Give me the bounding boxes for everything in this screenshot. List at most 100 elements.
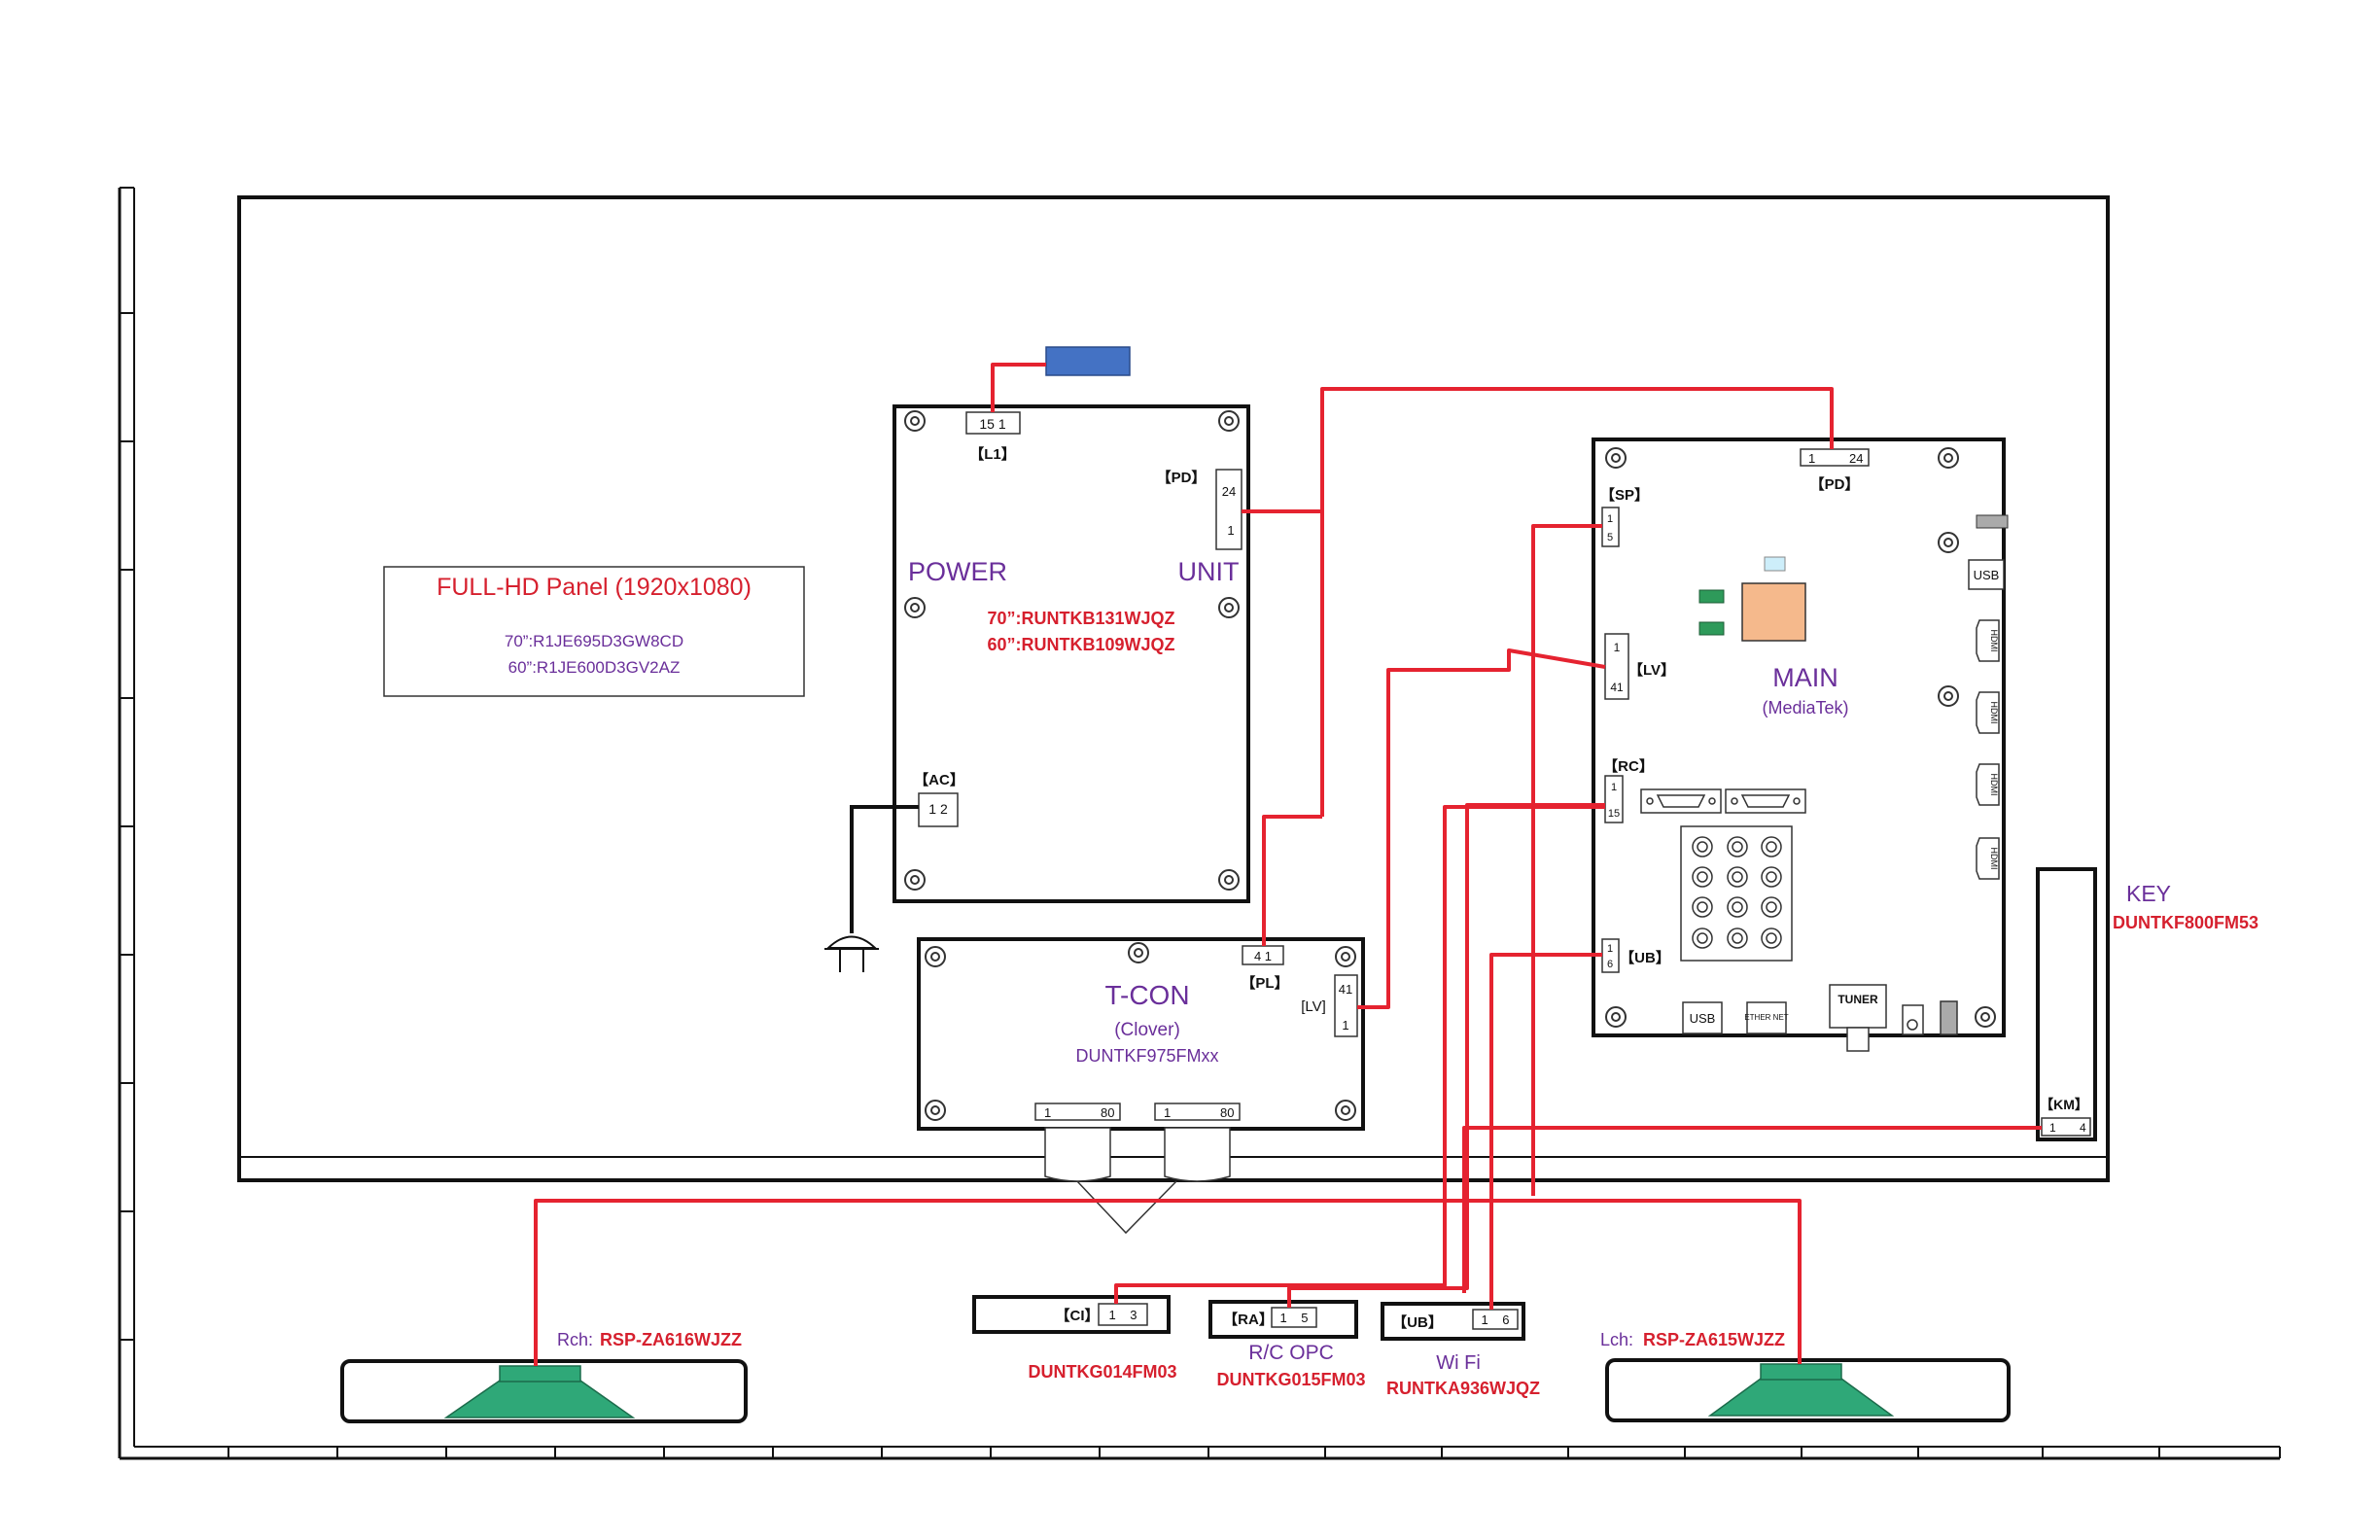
soc-chip [1741, 582, 1806, 642]
wire-ub [1489, 953, 1602, 1310]
ra-title: R/C OPC [1248, 1342, 1334, 1364]
lvds2-left: 1 [1164, 1105, 1171, 1120]
bottom-usb-label: USB [1690, 1011, 1716, 1026]
main-pd-label: 【PD】 [1810, 475, 1860, 493]
main-ub-bottom: 6 [1607, 959, 1613, 970]
wire-ci [1114, 805, 1605, 1304]
wifi-model: RUNTKA936WJQZ [1386, 1379, 1540, 1398]
side-usb-port [1968, 559, 2005, 590]
main-ub-top: 1 [1607, 943, 1613, 955]
right-speaker-prefix: Rch: [557, 1330, 593, 1349]
side-usb-label: USB [1974, 568, 2000, 582]
side-jack [1976, 514, 2009, 529]
tcon-subtitle: (Clover) [1114, 1020, 1180, 1040]
wifi-connector [1472, 1309, 1519, 1330]
wire-sp [1531, 524, 1602, 1196]
key-board: 1 4 【KM】 KEY DUNTKF800FM53 [2036, 867, 2258, 1141]
left-speaker-prefix: Lch: [1600, 1330, 1633, 1349]
tuner-jack [1846, 1027, 1870, 1052]
ra-model: DUNTKG015FM03 [1216, 1370, 1365, 1389]
power-jack [1940, 1000, 1958, 1035]
lvds-flex-cables [1044, 1127, 1231, 1235]
panel-model-60: 60”:R1JE600D3GV2AZ [508, 658, 681, 677]
power-model-60: 60”:RUNTKB109WJQZ [987, 635, 1174, 654]
ethernet-port [1746, 1001, 1787, 1034]
ethernet-label: ETHER NET [1744, 1013, 1788, 1022]
panel-title: FULL-HD Panel (1920x1080) [437, 574, 752, 601]
pl-pins: 4 1 [1254, 949, 1272, 963]
power-model-70: 70”:RUNTKB131WJQZ [987, 609, 1174, 628]
left-speaker-magnet [1760, 1363, 1842, 1381]
right-speaker-magnet [499, 1365, 581, 1382]
main-pd-right: 24 [1849, 451, 1863, 466]
ci-model: DUNTKG014FM03 [1028, 1362, 1176, 1382]
lvds-connector-1 [1034, 1102, 1121, 1121]
main-board: 1 24 【PD】 【SP】 1 5 1 41 【LV】 【RC】 1 15 1… [1592, 438, 2009, 1052]
ra-board: 【RA】 1 5 R/C OPC DUNTKG015FM03 [1208, 1300, 1366, 1389]
wire-pl [1262, 815, 1322, 946]
km-left: 1 [2049, 1121, 2056, 1135]
key-title: KEY [2126, 881, 2171, 906]
dsub-ports [1640, 788, 1806, 814]
wire-km [1462, 1126, 2042, 1293]
ra-connector [1271, 1307, 1317, 1328]
ac-label: 【AC】 [914, 771, 964, 788]
panel-model-70: 70”:R1JE695D3GW8CD [505, 632, 683, 650]
lvds2-right: 80 [1220, 1105, 1234, 1120]
wire-pd-main [1242, 387, 1834, 513]
bottom-usb-port [1682, 1001, 1723, 1034]
sp-bottom: 5 [1607, 532, 1613, 543]
right-speaker: Rch: RSP-ZA616WJZZ [340, 1330, 748, 1423]
main-pd-left: 1 [1808, 451, 1815, 466]
tcon-lv-bottom: 1 [1342, 1018, 1348, 1032]
wiring [534, 363, 2042, 1366]
tcon-title: T-CON [1104, 980, 1189, 1010]
l1-pins: 15 1 [979, 416, 1005, 432]
power-label: POWER [908, 557, 1007, 586]
green-chip-2 [1698, 621, 1725, 636]
main-subtitle: (MediaTek) [1762, 698, 1848, 718]
wifi-board: 【UB】 1 6 Wi Fi RUNTKA936WJQZ [1381, 1302, 1540, 1398]
rc-bottom: 15 [1608, 808, 1620, 820]
sp-label: 【SP】 [1600, 486, 1649, 504]
wifi-connector-label: 【UB】 [1392, 1313, 1443, 1331]
frame [118, 187, 2281, 1460]
panel-label: FULL-HD Panel (1920x1080) 70”:R1JE695D3G… [383, 566, 805, 697]
screw-holes [904, 410, 1240, 891]
hdmi-ports: HDMI HDMI HDMI HDMI [1976, 619, 2000, 880]
main-lv-label: 【LV】 [1628, 661, 1675, 679]
small-chip [1764, 556, 1786, 572]
tcon-lv-label: [LV] [1301, 998, 1326, 1015]
l1-label: 【L1】 [969, 445, 1016, 463]
ac-plug-icon [824, 805, 919, 972]
hdmi-label-4: HDMI [1989, 848, 1999, 870]
right-speaker-model: RSP-ZA616WJZZ [600, 1330, 742, 1349]
rc-label: 【RC】 [1603, 757, 1654, 775]
pd-connector [1215, 469, 1242, 550]
ci-connector [1098, 1303, 1148, 1326]
wire-lch [1533, 1199, 1802, 1364]
tcon-lv-top: 41 [1339, 982, 1352, 997]
main-lv-top: 1 [1614, 641, 1621, 654]
tuner-block [1829, 984, 1887, 1029]
power-unit-board: 15 1 【L1】 24 1 【PD】 POWER UNIT 70”:RUNTK… [892, 404, 1250, 903]
hdmi-label-1: HDMI [1989, 630, 1999, 652]
tuner-label: TUNER [1838, 993, 1878, 1006]
tcon-model: DUNTKF975FMxx [1075, 1046, 1218, 1066]
hdmi-label-3: HDMI [1989, 774, 1999, 796]
wire-rch [534, 1199, 1533, 1366]
hdmi-label-2: HDMI [1989, 702, 1999, 724]
pd-bottom: 1 [1227, 523, 1234, 538]
av-jack-block [1680, 825, 1793, 962]
main-ub-label: 【UB】 [1620, 949, 1670, 966]
lvds-connector-2 [1154, 1102, 1241, 1121]
pd-top: 24 [1222, 484, 1236, 499]
km-label: 【KM】 [2040, 1097, 2088, 1112]
pd-label: 【PD】 [1157, 469, 1207, 486]
main-lv-bottom: 41 [1610, 681, 1624, 694]
key-model: DUNTKF800FM53 [2113, 913, 2258, 932]
km-right: 4 [2080, 1121, 2086, 1135]
ac-pins: 1 2 [928, 801, 948, 817]
lvds1-right: 80 [1101, 1105, 1114, 1120]
